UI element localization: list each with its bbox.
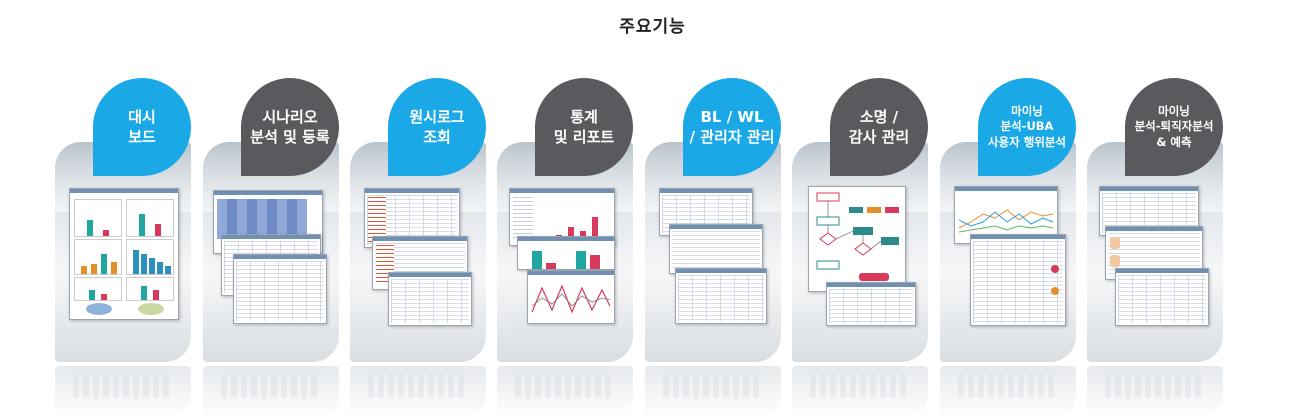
statistics-screenshot bbox=[517, 236, 615, 270]
dashboard-screenshot bbox=[69, 188, 179, 320]
feature-bubble: 대시 보드 bbox=[93, 78, 191, 176]
feature-label-line: 마이닝 bbox=[1011, 103, 1043, 118]
feature-label-line: 보드 bbox=[128, 128, 156, 146]
feature-bubble: 마이닝 분석-UBA 사용자 행위분석 bbox=[978, 78, 1076, 176]
statistics-screenshot bbox=[527, 270, 615, 324]
feature-bubble: 시나리오 분석 및 등록 bbox=[241, 78, 339, 176]
feature-bubble: BL / WL / 관리자 관리 bbox=[683, 78, 781, 176]
feature-label-line: 분석-UBA bbox=[1000, 119, 1054, 134]
scenario-screenshot bbox=[233, 254, 327, 324]
feature-label-line: 마이닝 bbox=[1158, 103, 1190, 118]
feature-label-line: 분석 및 등록 bbox=[250, 128, 330, 146]
feature-label-line: 통계 bbox=[570, 107, 598, 126]
feature-label-line: 사용자 행위분석 bbox=[987, 134, 1067, 149]
feature-card-retiree[interactable]: 마이닝 분석-퇴직자분석 & 예측 bbox=[1087, 78, 1223, 420]
feature-label-line: 분석-퇴직자분석 bbox=[1134, 119, 1214, 134]
feature-card-blwl[interactable]: BL / WL / 관리자 관리 bbox=[645, 78, 781, 420]
feature-label-line: 소명 / bbox=[859, 107, 899, 126]
feature-card-scenario[interactable]: 시나리오 분석 및 등록 bbox=[203, 78, 339, 420]
rawlog-screenshot bbox=[388, 272, 472, 326]
card-reflection bbox=[55, 366, 191, 420]
uba-screenshot bbox=[970, 234, 1066, 326]
feature-label-line: BL / WL bbox=[700, 107, 764, 126]
feature-label-line: 시나리오 bbox=[262, 107, 318, 126]
card-reflection bbox=[350, 366, 486, 420]
card-reflection bbox=[1087, 366, 1223, 420]
feature-label-line: 감사 관리 bbox=[848, 128, 910, 146]
feature-bubble: 소명 / 감사 관리 bbox=[830, 78, 928, 176]
feature-label-line: 대시 bbox=[128, 107, 156, 126]
card-reflection bbox=[645, 366, 781, 420]
feature-card-dashboard[interactable]: 대시 보드 bbox=[55, 78, 191, 420]
card-reflection bbox=[792, 366, 928, 420]
retiree-screenshot bbox=[1115, 268, 1209, 326]
feature-bubble: 마이닝 분석-퇴직자분석 & 예측 bbox=[1125, 78, 1223, 176]
blwl-screenshot bbox=[669, 224, 763, 274]
feature-card-statistics[interactable]: 통계 및 리포트 bbox=[497, 78, 633, 420]
card-reflection bbox=[497, 366, 633, 420]
feature-label-line: 및 리포트 bbox=[553, 128, 615, 146]
feature-card-rawlog[interactable]: 원시로그 조회 bbox=[350, 78, 486, 420]
card-reflection bbox=[203, 366, 339, 420]
audit-screenshot bbox=[826, 282, 916, 326]
feature-card-audit[interactable]: 소명 / 감사 관리 bbox=[792, 78, 928, 420]
card-reflection bbox=[940, 366, 1076, 420]
audit-flow-screenshot bbox=[808, 186, 906, 292]
feature-label-line: & 예측 bbox=[1156, 134, 1192, 149]
feature-label-line: 원시로그 bbox=[409, 107, 465, 126]
feature-card-uba[interactable]: 마이닝 분석-UBA 사용자 행위분석 bbox=[940, 78, 1076, 420]
page-title: 주요기능 bbox=[619, 17, 686, 37]
feature-bubble: 원시로그 조회 bbox=[388, 78, 486, 176]
feature-bubble: 통계 및 리포트 bbox=[535, 78, 633, 176]
blwl-screenshot bbox=[675, 268, 767, 324]
feature-label-line: / 관리자 관리 bbox=[689, 128, 775, 146]
feature-label-line: 조회 bbox=[423, 128, 451, 146]
